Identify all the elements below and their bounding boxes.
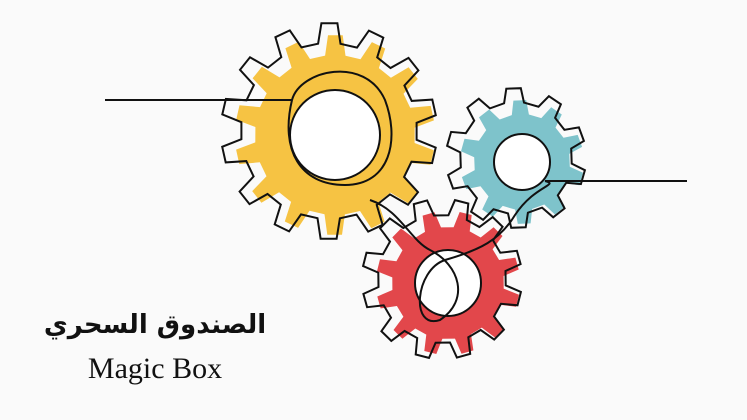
- logo-title-arabic: الصندوق السحري: [43, 310, 267, 340]
- red-gear-outline: [361, 198, 523, 360]
- red-gear-hole: [414, 249, 482, 317]
- yellow-gear-outline: [221, 22, 437, 240]
- blue-gear-hole: [493, 133, 551, 191]
- yellow-gear-hole: [289, 89, 381, 181]
- blue-gear-outline: [445, 87, 587, 229]
- connecting-line: [287, 70, 551, 323]
- logo-title-english: Magic Box: [87, 352, 223, 385]
